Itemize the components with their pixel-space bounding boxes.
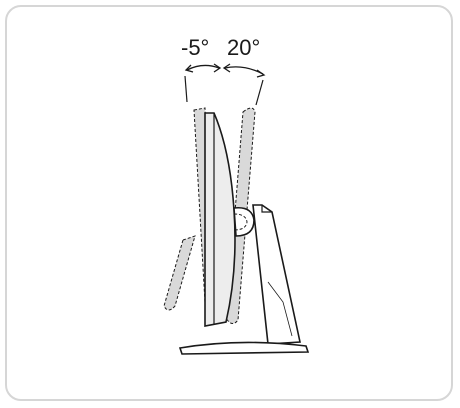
monitor-panel	[204, 112, 236, 327]
arrow-head-left	[184, 64, 194, 73]
tilt-back-arc	[186, 64, 220, 71]
tilt-back-angle-label: -5°	[181, 35, 209, 60]
arrow-head-center-right	[222, 63, 231, 73]
monitor-hinge	[233, 206, 255, 237]
guide-line-forward	[255, 79, 264, 106]
tilt-range-arrows	[184, 63, 266, 78]
monitor-stand-neck	[252, 204, 301, 345]
tilt-forward-angle-label: 20°	[227, 35, 260, 60]
tilt-guide-lines	[184, 75, 264, 106]
arrow-head-right	[256, 69, 266, 78]
arrow-head-center-left	[213, 63, 222, 73]
monitor-stand-base	[178, 341, 310, 355]
guide-line-back	[184, 75, 188, 103]
